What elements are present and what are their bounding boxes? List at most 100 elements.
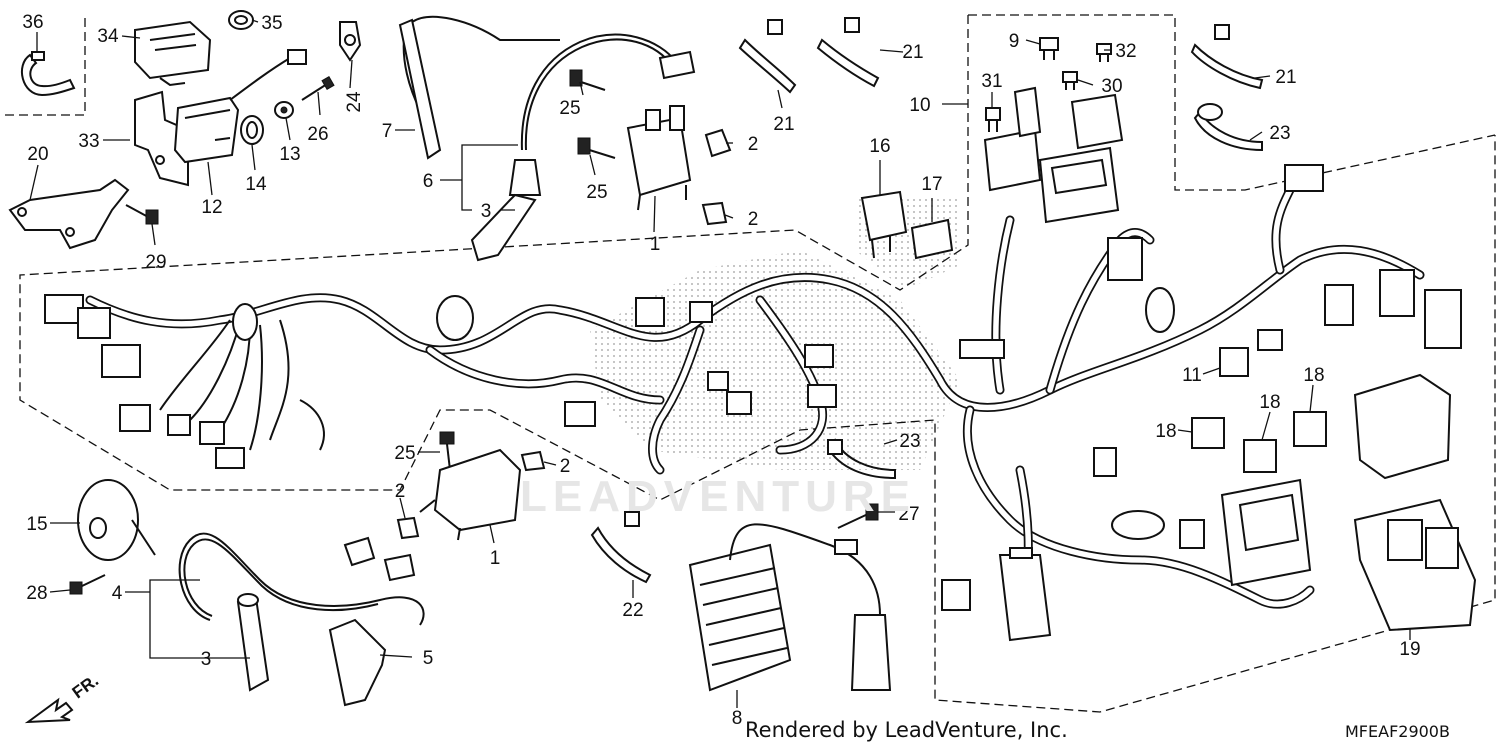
watermark: LEADVENTURE [520, 472, 917, 521]
callout-21-b: 21 [902, 42, 923, 63]
harness-connectors [44, 164, 1462, 642]
callout-25-top: 25 [559, 98, 580, 119]
callout-21-a: 21 [773, 114, 794, 135]
bolt-25-top[interactable] [569, 69, 606, 91]
callout-8: 8 [732, 708, 743, 729]
bolt-25-bottom[interactable] [439, 431, 455, 471]
ecm-19[interactable] [1353, 498, 1477, 632]
clamp-36[interactable] [21, 51, 76, 97]
clip-2-bottom-b[interactable] [396, 516, 420, 540]
callout-25-bottom: 25 [394, 443, 415, 464]
ignition-coil-1-top[interactable] [626, 105, 692, 211]
clip-35[interactable] [228, 10, 254, 30]
ignition-coil-1-bottom[interactable] [419, 448, 522, 541]
band-23-top[interactable] [1193, 103, 1263, 152]
callout-2-lower: 2 [748, 209, 759, 230]
callout-13: 13 [279, 144, 300, 165]
relay-18-a[interactable] [1191, 417, 1225, 449]
fuse-box-10[interactable] [983, 86, 1124, 224]
leader-lines [29, 19, 1411, 708]
callout-25-mid: 25 [586, 182, 607, 203]
fuse-31[interactable] [985, 107, 1001, 132]
callout-2-bottom-b: 2 [395, 481, 406, 502]
callout-23-bottom: 23 [899, 431, 920, 452]
clip-2-lower[interactable] [701, 201, 728, 226]
callout-4: 4 [112, 583, 123, 604]
callout-12: 12 [201, 197, 222, 218]
credit-text: Rendered by LeadVenture, Inc. [745, 718, 1068, 742]
clip-24[interactable] [339, 21, 362, 62]
bolt-29[interactable] [125, 204, 159, 225]
plug-cap-3-bottom[interactable] [236, 593, 270, 692]
relay-16[interactable] [860, 190, 908, 259]
collar-13[interactable] [274, 101, 294, 119]
callout-6: 6 [423, 171, 434, 192]
callout-1-bottom: 1 [490, 548, 501, 569]
stay-20[interactable] [8, 178, 130, 250]
callout-2-bottom-a: 2 [560, 456, 571, 477]
callout-29: 29 [145, 252, 166, 273]
unit-12[interactable] [173, 49, 307, 164]
cover-box[interactable] [1353, 373, 1452, 480]
fuse-17[interactable] [910, 218, 954, 260]
callout-34: 34 [97, 26, 119, 47]
callout-26: 26 [307, 124, 328, 145]
callout-35: 35 [261, 13, 282, 34]
callout-10: 10 [909, 95, 930, 116]
callout-20: 20 [27, 144, 48, 165]
callout-3-top: 3 [481, 201, 492, 222]
bolt-28[interactable] [69, 574, 106, 595]
callout-33: 33 [78, 131, 99, 152]
callout-labels: 36 34 35 24 33 20 12 14 13 26 29 7 6 3 2… [22, 12, 1420, 729]
callout-32: 32 [1115, 41, 1136, 62]
callout-17: 17 [921, 174, 942, 195]
fuse-9[interactable] [1039, 37, 1059, 60]
plug-cap-5[interactable] [328, 618, 387, 707]
regulator-rectifier-8[interactable] [688, 523, 892, 692]
callout-23-top: 23 [1269, 123, 1290, 144]
callout-2-top: 2 [748, 134, 759, 155]
bracket-33[interactable] [134, 90, 189, 187]
callout-15: 15 [26, 514, 47, 535]
callout-27: 27 [898, 504, 919, 525]
callout-31: 31 [981, 71, 1002, 92]
callout-9: 9 [1009, 31, 1020, 52]
grommet-14[interactable] [240, 115, 264, 145]
callout-1-top: 1 [650, 234, 661, 255]
callout-19: 19 [1399, 639, 1420, 660]
callout-18-b: 18 [1259, 392, 1280, 413]
relay-box[interactable] [1220, 478, 1312, 587]
callout-18-a: 18 [1155, 421, 1176, 442]
front-arrow-icon [24, 697, 74, 724]
band-21-a[interactable] [738, 19, 797, 94]
horn-15[interactable] [77, 479, 156, 561]
relay-18-b[interactable] [1243, 439, 1277, 473]
band-23-bottom[interactable] [826, 438, 896, 480]
callout-3-bottom: 3 [201, 649, 212, 670]
fuse-30[interactable] [1062, 71, 1078, 90]
callout-28: 28 [26, 583, 47, 604]
clip-2-top[interactable] [704, 128, 732, 158]
fuse-32[interactable] [1096, 43, 1112, 62]
group-frames [5, 14, 1496, 713]
plug-cap-7[interactable] [398, 15, 560, 160]
callout-21-c: 21 [1275, 67, 1296, 88]
relay-18-c[interactable] [1293, 411, 1327, 447]
diagram-code: MFEAF2900B [1345, 722, 1450, 741]
band-21-c[interactable] [1190, 24, 1264, 90]
bolt-26[interactable] [301, 75, 335, 101]
hightension-cord-4[interactable] [178, 532, 425, 626]
band-21-b[interactable] [816, 17, 880, 88]
hightension-cord-6[interactable] [470, 33, 696, 262]
callout-22: 22 [622, 600, 643, 621]
bolt-25-mid[interactable] [577, 137, 616, 159]
band-22[interactable] [590, 511, 652, 584]
switch-housing-34[interactable] [134, 20, 212, 87]
callout-5: 5 [423, 648, 434, 669]
callout-7: 7 [382, 121, 393, 142]
callout-18-c: 18 [1303, 365, 1324, 386]
clip-2-bottom-a[interactable] [520, 450, 546, 472]
callout-16: 16 [869, 136, 890, 157]
relay-11[interactable] [1219, 347, 1249, 377]
